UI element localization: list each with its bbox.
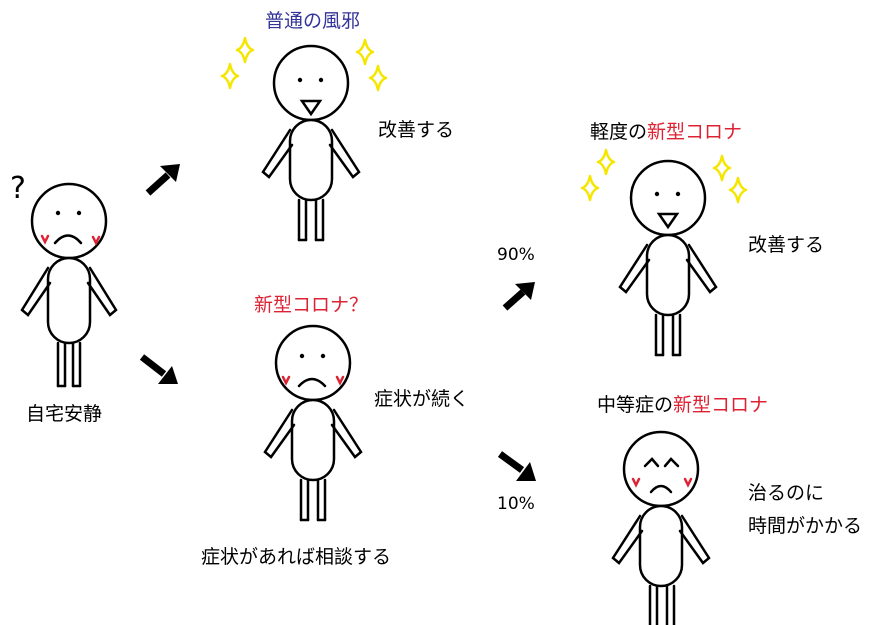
mild-title-prefix: 軽度の — [590, 121, 648, 143]
cold-result: 改善する — [378, 119, 455, 141]
suspect-title: 新型コロナ？ — [254, 294, 369, 316]
cold-title: 普通の風邪 — [265, 10, 361, 32]
moderate-title-prefix: 中等症の — [597, 394, 674, 416]
figure-cold — [261, 44, 361, 242]
arrow-to-suspect — [139, 354, 178, 384]
moderate-title-highlight: 新型コロナ — [673, 394, 769, 416]
mild-title-highlight: 新型コロナ — [647, 121, 743, 143]
arrow-to-moderate — [497, 451, 536, 481]
moderate-result-line1: 治るのに — [748, 482, 825, 504]
figure-start — [20, 182, 118, 388]
figure-mild — [618, 159, 718, 357]
arrow-to-cold — [145, 164, 180, 196]
suspect-symptom: 症状が続く — [374, 388, 470, 410]
figure-moderate — [611, 430, 711, 625]
mild-result: 改善する — [748, 234, 825, 256]
moderate-percent: 10% — [497, 494, 535, 514]
suspect-advice: 症状があれば相談する — [201, 546, 392, 568]
moderate-title: 中等症の新型コロナ — [597, 396, 768, 415]
start-caption: 自宅安静 — [26, 403, 103, 425]
arrow-to-mild — [502, 282, 535, 311]
mild-percent: 90% — [497, 245, 535, 265]
figure-suspect — [263, 324, 363, 522]
question-mark: ? — [10, 171, 26, 206]
moderate-result-line2: 時間がかかる — [748, 515, 863, 537]
mild-title: 軽度の新型コロナ — [590, 123, 742, 142]
